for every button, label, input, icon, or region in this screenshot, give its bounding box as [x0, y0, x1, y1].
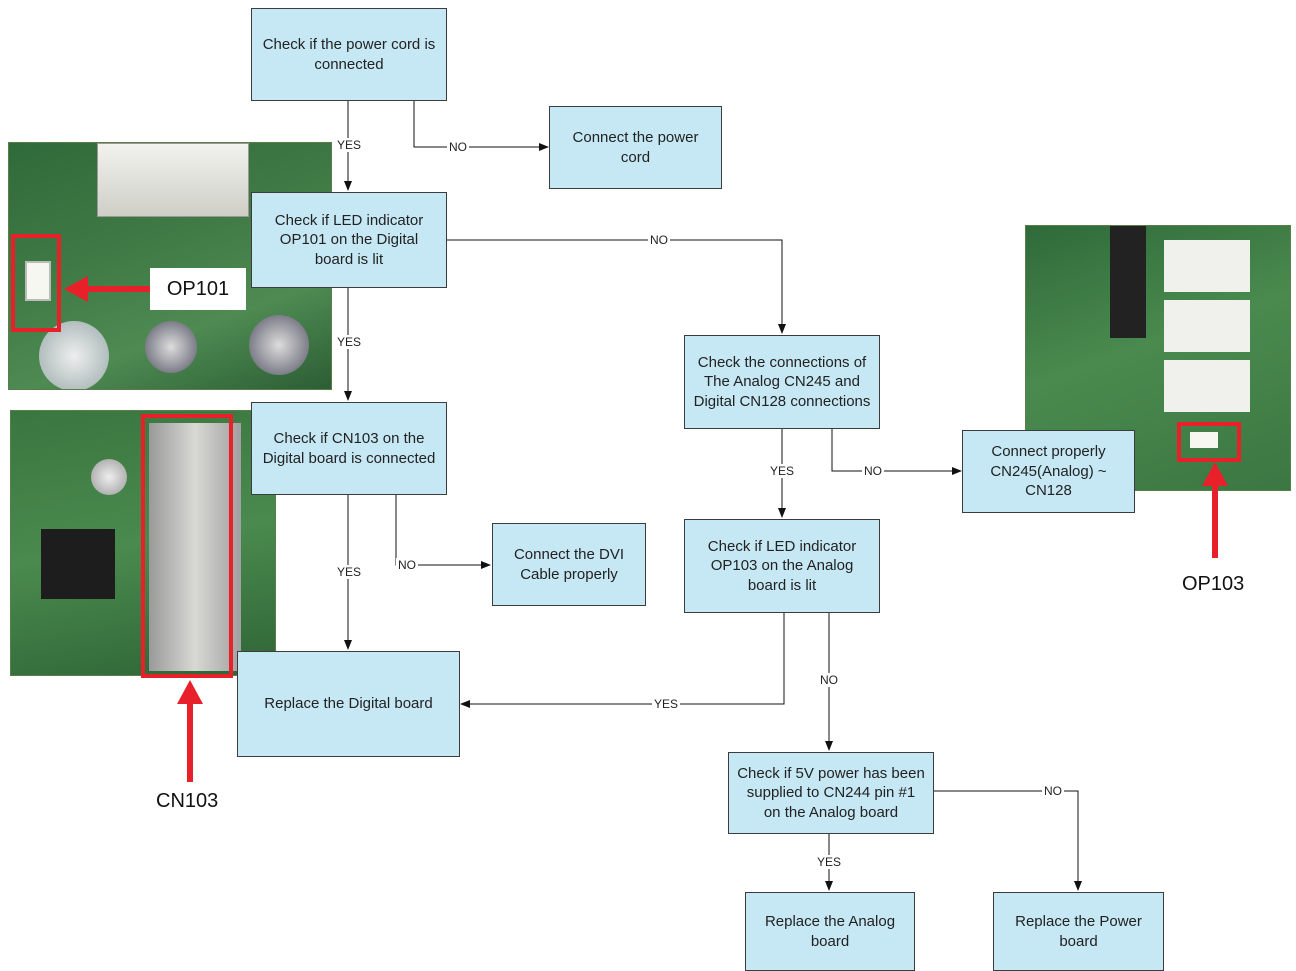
- op101-highlight: [11, 234, 61, 332]
- edge-op101-no: [446, 239, 786, 334]
- connector: [1164, 240, 1250, 292]
- edge-label-no: NO: [648, 233, 670, 247]
- connector-slot: [1110, 226, 1146, 338]
- led-op103: [1190, 432, 1218, 448]
- node-replace-power-board: Replace the Power board: [993, 892, 1164, 971]
- edge-label-no: NO: [447, 140, 469, 154]
- callout-cn103: CN103: [156, 790, 219, 812]
- edge-label-no: NO: [862, 464, 884, 478]
- connector: [1164, 300, 1250, 352]
- edge-cn103-no: [395, 494, 491, 569]
- connector-cn103: [149, 423, 241, 671]
- edge-label-yes: YES: [335, 335, 364, 349]
- edge-label-yes: YES: [768, 464, 797, 478]
- edge-label-no: NO: [1042, 784, 1064, 798]
- edge-power-no: [413, 100, 549, 151]
- edge-connections-no: [831, 428, 962, 475]
- op103-highlight: [1177, 422, 1241, 462]
- node-check-connections: Check the connections of The Analog CN24…: [684, 335, 880, 429]
- chip: [41, 529, 115, 599]
- node-connect-properly: Connect properly CN245(Analog) ~ CN128: [962, 430, 1135, 513]
- edge-label-no: NO: [818, 673, 840, 687]
- node-connect-power-cord: Connect the power cord: [549, 106, 722, 189]
- callout-op101: OP101: [150, 268, 246, 310]
- node-check-5v-power: Check if 5V power has been supplied to C…: [728, 752, 934, 834]
- edge-label-no: NO: [396, 558, 418, 572]
- cn103-highlight: [141, 414, 233, 678]
- callout-arrowhead-cn103: [177, 680, 203, 704]
- node-check-led-op101: Check if LED indicator OP101 on the Digi…: [251, 192, 447, 288]
- edge-op103-yes: [460, 612, 785, 708]
- node-check-cn103: Check if CN103 on the Digital board is c…: [251, 402, 447, 495]
- capacitor: [145, 321, 197, 373]
- node-check-power-cord: Check if the power cord is connected: [251, 8, 447, 101]
- edge-label-yes: YES: [335, 138, 364, 152]
- connector-cn128: [97, 143, 249, 217]
- capacitor: [39, 321, 109, 389]
- edge-5v-no: [934, 790, 1082, 891]
- callout-arrowhead-op101: [64, 276, 88, 302]
- node-replace-digital-board: Replace the Digital board: [237, 651, 460, 757]
- led-op101: [25, 261, 51, 301]
- edge-label-yes: YES: [815, 855, 844, 869]
- callout-op103: OP103: [1182, 573, 1245, 595]
- node-check-led-op103: Check if LED indicator OP103 on the Anal…: [684, 519, 880, 613]
- callout-arrowhead-op103: [1202, 462, 1228, 486]
- capacitor: [91, 459, 127, 495]
- capacitor: [249, 315, 309, 375]
- edge-label-yes: YES: [652, 697, 681, 711]
- connector: [1164, 360, 1250, 412]
- node-replace-analog-board: Replace the Analog board: [745, 892, 915, 971]
- edge-label-yes: YES: [335, 565, 364, 579]
- node-connect-dvi: Connect the DVI Cable properly: [492, 523, 646, 606]
